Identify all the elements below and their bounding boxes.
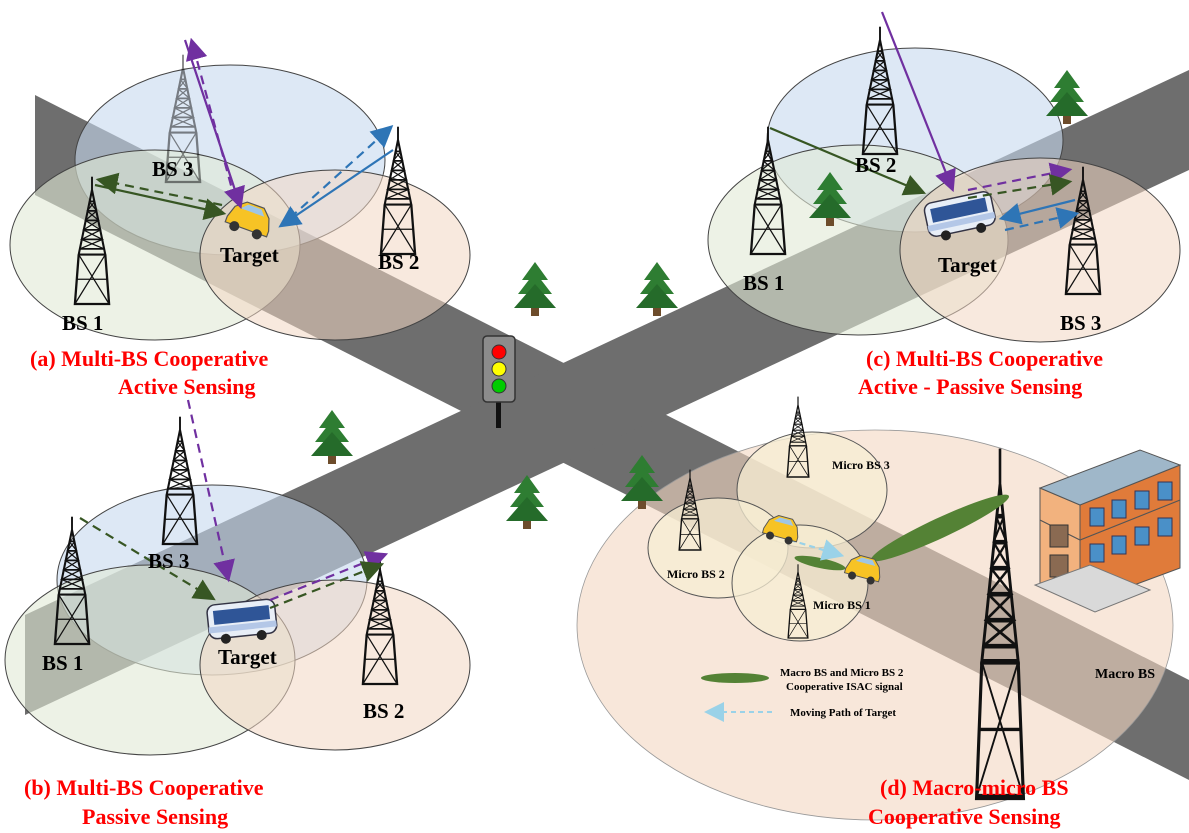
- scenario-d: Macro BS and Micro BS 2 Cooperative ISAC…: [576, 395, 1182, 829]
- label-bs1: BS 1: [62, 311, 103, 335]
- arrow-echo-green: [967, 173, 1073, 200]
- tree-icon: [514, 262, 556, 316]
- label-bs1: BS 1: [743, 271, 784, 295]
- label-micro-bs3: Micro BS 3: [832, 458, 890, 472]
- tree-icon: [636, 262, 678, 316]
- label-micro-bs2: Micro BS 2: [667, 567, 725, 581]
- scenario-b: BS 3 Target BS 2 BS 1 (b) Multi-BS Coope…: [4, 399, 471, 829]
- arrow-bs3-tx: [998, 198, 1076, 225]
- arrow-bs3-rx: [186, 399, 235, 583]
- moving-path-arrow: [789, 538, 845, 561]
- caption-a-line1: (a) Multi-BS Cooperative: [30, 346, 269, 371]
- coverage-bs2-a: [199, 169, 471, 341]
- label-bs2: BS 2: [378, 250, 419, 274]
- label-target: Target: [938, 253, 997, 277]
- arrow-echo-purple: [967, 162, 1073, 192]
- arrow-bs3-echo: [1004, 207, 1080, 232]
- scenario-a: BS 3 Target BS 2 BS 1 (a) Multi-BS Coope…: [9, 37, 471, 399]
- label-bs3: BS 3: [1060, 311, 1101, 335]
- caption-d-line2: Cooperative Sensing: [868, 804, 1061, 829]
- label-target: Target: [220, 243, 279, 267]
- caption-b-line1: (b) Multi-BS Cooperative: [24, 775, 264, 800]
- label-bs1: BS 1: [42, 651, 83, 675]
- label-target: Target: [218, 645, 277, 669]
- caption-d-line1: (d) Macro-micro BS: [880, 775, 1069, 800]
- arrow-bs2-tx: [880, 11, 956, 193]
- legend-signal-line1: Macro BS and Micro BS 2: [780, 667, 904, 679]
- arrow-bs3-tx: [183, 39, 245, 210]
- arrow-echo-green: [269, 561, 385, 610]
- caption-a-line2: Active Sensing: [118, 374, 256, 399]
- legend-path-label: Moving Path of Target: [790, 707, 896, 719]
- traffic-light-icon: [482, 335, 516, 428]
- tree-icon: [1046, 70, 1088, 124]
- label-bs2: BS 2: [363, 699, 404, 723]
- caption-c-line2: Active - Passive Sensing: [858, 374, 1082, 399]
- caption-b-line2: Passive Sensing: [82, 804, 228, 829]
- isac-beam-micro: [794, 555, 846, 571]
- label-bs2: BS 2: [855, 153, 896, 177]
- isac-beam-macro: [870, 494, 1010, 562]
- scenario-c: BS 2 BS 1 Target BS 3 (c) Multi-BS Coope…: [707, 11, 1181, 399]
- arrow-bs1-echo: [95, 172, 223, 207]
- arrow-bs2-echo: [289, 125, 394, 219]
- arrow-bs3-echo: [186, 37, 237, 201]
- label-bs3: BS 3: [152, 157, 193, 181]
- coverage-bs3-c: [899, 157, 1181, 343]
- legend-signal-line2: Cooperative ISAC signal: [786, 681, 903, 693]
- label-macro-bs: Macro BS: [1095, 667, 1155, 682]
- arrow-bs1-rx: [79, 517, 216, 601]
- caption-c-line1: (c) Multi-BS Cooperative: [866, 346, 1103, 371]
- label-micro-bs1: Micro BS 1: [813, 598, 871, 612]
- building-icon: [1033, 449, 1182, 613]
- legend-signal-swatch: [701, 673, 769, 683]
- label-bs3: BS 3: [148, 549, 189, 573]
- arrow-bs1-tx: [769, 126, 927, 196]
- arrow-bs2-tx: [278, 149, 394, 228]
- arrow-echo-purple: [269, 551, 389, 602]
- tree-icon: [311, 410, 353, 464]
